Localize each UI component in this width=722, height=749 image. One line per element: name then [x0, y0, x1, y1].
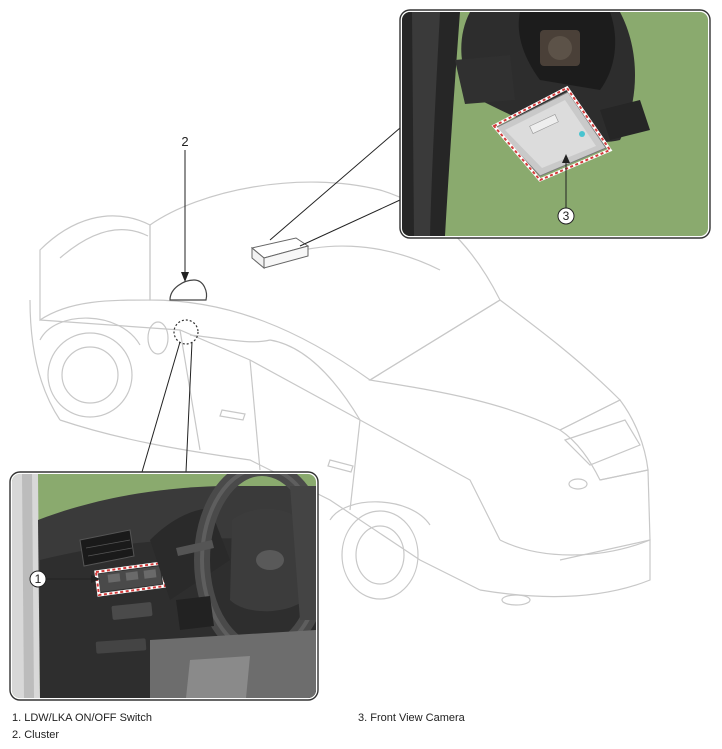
- cluster-shape: [169, 279, 208, 301]
- inset-dashboard-switch: [9, 471, 319, 701]
- callout-3-label: 3: [563, 209, 570, 223]
- car-outline: [29, 181, 651, 606]
- legend-item-cluster: 2. Cluster: [12, 729, 60, 741]
- inset-front-camera: [399, 9, 711, 239]
- callout-2-label: 2: [181, 134, 188, 149]
- callout-2-arrow: [181, 150, 189, 282]
- legend-item-front-view-camera: 3. Front View Camera: [358, 712, 465, 724]
- camera-module-box: [250, 237, 310, 270]
- leader-lines: [141, 127, 401, 473]
- switch-location-marker: [173, 319, 199, 345]
- legend-item-ldw-lka-switch: 1. LDW/LKA ON/OFF Switch: [12, 712, 152, 724]
- callout-1-label: 1: [35, 572, 42, 586]
